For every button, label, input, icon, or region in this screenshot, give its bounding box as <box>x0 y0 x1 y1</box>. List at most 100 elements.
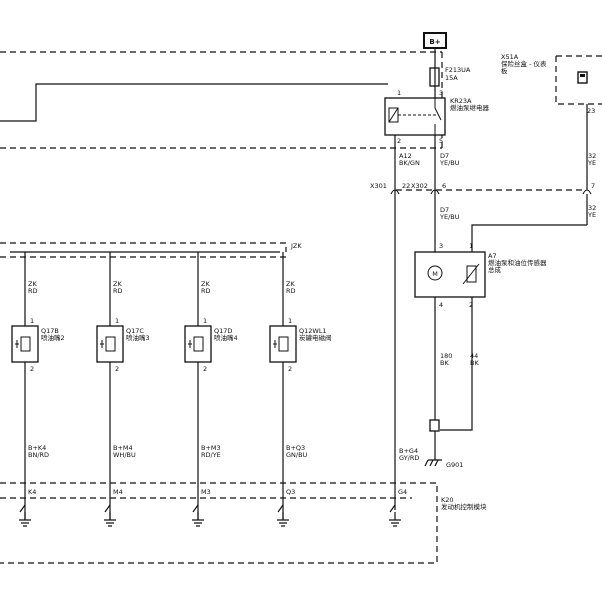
injector-id: Q17D <box>214 327 232 335</box>
pump-feed-wire-color: YE/BU <box>439 213 460 221</box>
x302-pin: 6 <box>442 182 446 190</box>
injector-id: Q17C <box>126 327 144 335</box>
injector-coil <box>20 336 31 352</box>
relay-name: 燃油泵继电器 <box>450 103 490 112</box>
injector-pin-top: 1 <box>115 317 119 325</box>
battery-label: B+ <box>429 38 440 46</box>
injector-coil <box>193 336 204 352</box>
ground-id: G901 <box>446 461 463 469</box>
right-top-wire-id: 32 <box>588 152 596 160</box>
injector-q17c: ZK RD 1 Q17C 喷油嘴3 2 B+M4 WH/BU M4 <box>96 252 150 520</box>
ecm-ground-symbol <box>19 504 31 527</box>
x302-id: X302 <box>411 182 428 190</box>
injector-zk-color: RD <box>201 287 211 295</box>
ecm-pin-g4: G4 <box>398 488 407 496</box>
relay-switch <box>434 98 442 135</box>
fuel-pump-icon <box>577 71 588 84</box>
right-connector-pin: 7 <box>591 182 595 190</box>
relay-pin-5: 5 <box>439 137 443 145</box>
sensor-ground-wire <box>440 297 473 431</box>
relay-ctrl-wire-color: GY/RD <box>399 454 419 462</box>
fusebox-id: X51A <box>501 53 519 61</box>
x301-pin: 22 <box>402 182 410 190</box>
injector-zk: ZK <box>286 280 295 288</box>
ecm-name: 发动机控制模块 <box>441 502 487 511</box>
pump-pin-2: 2 <box>469 301 473 309</box>
injector-q17d: ZK RD 1 Q17D 喷油嘴4 2 B+M3 RD/YE M3 <box>184 252 238 520</box>
ecm-ground-symbol <box>104 504 116 527</box>
pump-pin-3: 3 <box>439 242 443 250</box>
injector-pin-top: 1 <box>30 317 34 325</box>
right-mid-wire-color: YE <box>587 211 596 219</box>
pump-motor-symbol <box>427 265 443 281</box>
right-top-wire-color: YE <box>587 159 596 167</box>
pump-feed-wire-id: D7 <box>440 206 449 214</box>
x301-connector <box>390 189 400 195</box>
relay-out-wire-color: BK/GN <box>399 159 420 167</box>
injector-pin-bot: 2 <box>30 365 34 373</box>
injector-pin-top: 1 <box>288 317 292 325</box>
ecm-boundary <box>0 482 438 564</box>
canister-valve-q12wl1: ZK RD 1 Q12WL1 炭罐电磁阀 2 B+Q3 GN/BU Q3 <box>269 252 332 520</box>
relay-pin-3: 3 <box>439 89 443 97</box>
right-connector <box>582 189 592 195</box>
injector-pin-bot: 2 <box>288 365 292 373</box>
jzk-label: JZK <box>290 242 302 250</box>
injector-id: Q17B <box>41 327 59 335</box>
injector-coil <box>278 336 289 352</box>
injector-arrows <box>15 340 19 348</box>
pump-gnd-wire-id: 180 <box>440 352 452 360</box>
relay-pin-1: 1 <box>397 89 401 97</box>
x302-connector <box>430 189 440 195</box>
ecm-ground-symbol <box>389 504 401 527</box>
relay-load-wire-id: D7 <box>440 152 449 160</box>
injector-wire-color: RD/YE <box>201 451 221 459</box>
jzk-upper-boundary <box>0 242 287 252</box>
ecm-grounds <box>19 504 401 527</box>
injector-pin-top: 1 <box>203 317 207 325</box>
injector-zk: ZK <box>201 280 210 288</box>
injector-wire-color: BN/RD <box>28 451 49 459</box>
ecm-ground-symbol <box>192 504 204 527</box>
fusebox-name-cont: 板 <box>501 66 508 75</box>
injector-zk: ZK <box>28 280 37 288</box>
injector-wire-color: WH/BU <box>113 451 136 459</box>
injector-pin-bot: 2 <box>203 365 207 373</box>
fuel-pump-icon-window <box>580 74 585 77</box>
ecm-ground-symbol <box>277 504 289 527</box>
relay-coil-slash <box>388 107 399 123</box>
relay-id: KR23A <box>450 97 472 105</box>
injector-ecm-pin: Q3 <box>286 488 295 496</box>
injector-wire-id: B+Q3 <box>286 444 305 452</box>
ground-g901-symbol <box>424 459 442 467</box>
upper-region-boundary <box>0 51 443 149</box>
fuse-id: F213UA <box>445 66 471 74</box>
sensor-gnd-wire-id: 44 <box>470 352 478 360</box>
pump-assembly-name-cont: 总成 <box>488 265 502 274</box>
pump-gnd-wire-color: BK <box>440 359 449 367</box>
injector-coil <box>105 336 116 352</box>
injector-arrows <box>273 340 277 348</box>
injector-pin-bot: 2 <box>115 365 119 373</box>
relay-box <box>384 97 446 136</box>
x301-id: X301 <box>370 182 387 190</box>
pump-assembly-box <box>414 251 486 298</box>
injector-wire-color: GN/BU <box>286 451 308 459</box>
injector-wire-id: B+M4 <box>113 444 133 452</box>
injector-id: Q12WL1 <box>299 327 327 335</box>
injector-name: 炭罐电磁阀 <box>299 333 332 342</box>
pump-assembly-id: A7 <box>488 252 497 260</box>
injector-wire-id: B+M3 <box>201 444 221 452</box>
injector-ecm-pin: M4 <box>113 488 123 496</box>
relay-pin-2: 2 <box>397 137 401 145</box>
injector-zk-color: RD <box>113 287 123 295</box>
relay-load-wire-color: YE/BU <box>439 159 460 167</box>
left-feed-wire <box>0 83 388 122</box>
injector-q17b: ZK RD 1 Q17B 喷油嘴2 2 B+K4 BN/RD K4 <box>11 252 65 520</box>
injector-name: 喷油嘴3 <box>126 333 150 342</box>
injector-arrows <box>188 340 192 348</box>
injector-zk-color: RD <box>28 287 38 295</box>
injector-name: 喷油嘴2 <box>41 333 65 342</box>
right-panel-boundary <box>555 55 602 105</box>
pump-assembly-name: 燃油泵和油位传感器 <box>488 258 547 267</box>
